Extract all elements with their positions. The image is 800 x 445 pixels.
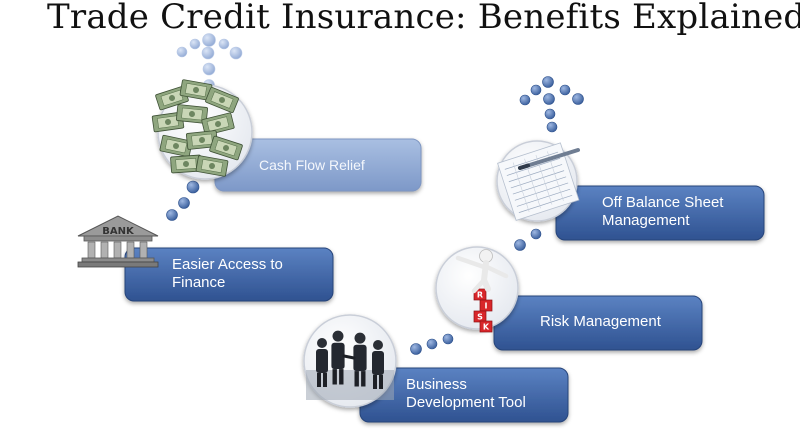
connector-dot — [559, 84, 571, 96]
connector-dot — [442, 333, 454, 345]
connector-dot — [166, 209, 178, 221]
svg-text:I: I — [485, 302, 488, 311]
connector-dot — [410, 343, 422, 355]
connector-dot — [514, 239, 526, 251]
connector-dot — [186, 180, 200, 194]
connector-dot — [189, 38, 201, 50]
label-business-development-tool: Business Development Tool — [406, 376, 526, 412]
connector-dot — [201, 46, 215, 60]
connector-dot — [519, 94, 531, 106]
connector-dot — [542, 76, 554, 88]
connector-dot — [530, 84, 542, 96]
connector-dot — [543, 93, 555, 105]
svg-text:K: K — [483, 323, 490, 332]
connector-dot — [572, 93, 584, 105]
connector-dot — [178, 197, 190, 209]
financial-document-pen-icon — [497, 142, 580, 221]
connector-dot — [229, 46, 243, 60]
connector-dot — [202, 62, 216, 76]
box-easier-access-to-finance — [124, 247, 334, 302]
connector-dot — [202, 33, 216, 47]
money-stack-icon — [151, 79, 243, 177]
label-cash-flow-relief: Cash Flow Relief — [259, 157, 365, 173]
slide-title: Trade Credit Insurance: Benefits Explain… — [47, 0, 800, 37]
svg-text:BANK: BANK — [102, 226, 135, 237]
business-people-handshake-icon — [306, 330, 394, 400]
label-boxes — [124, 138, 765, 423]
connector-dot — [176, 46, 188, 58]
label-risk-management: Risk Management — [540, 313, 661, 330]
label-off-balance-sheet-management: Off Balance Sheet Management — [602, 194, 724, 230]
svg-text:R: R — [477, 291, 483, 300]
connector-dot — [426, 338, 438, 350]
connector-dot — [530, 228, 542, 240]
connector-dot — [218, 38, 230, 50]
connector-dot — [546, 121, 558, 133]
label-easier-access-to-finance: Easier Access to Finance — [172, 256, 283, 292]
bank-building-icon: BANK — [77, 215, 159, 268]
connector-dot — [544, 108, 556, 120]
connector-dots — [166, 33, 584, 355]
svg-text:S: S — [477, 313, 483, 322]
